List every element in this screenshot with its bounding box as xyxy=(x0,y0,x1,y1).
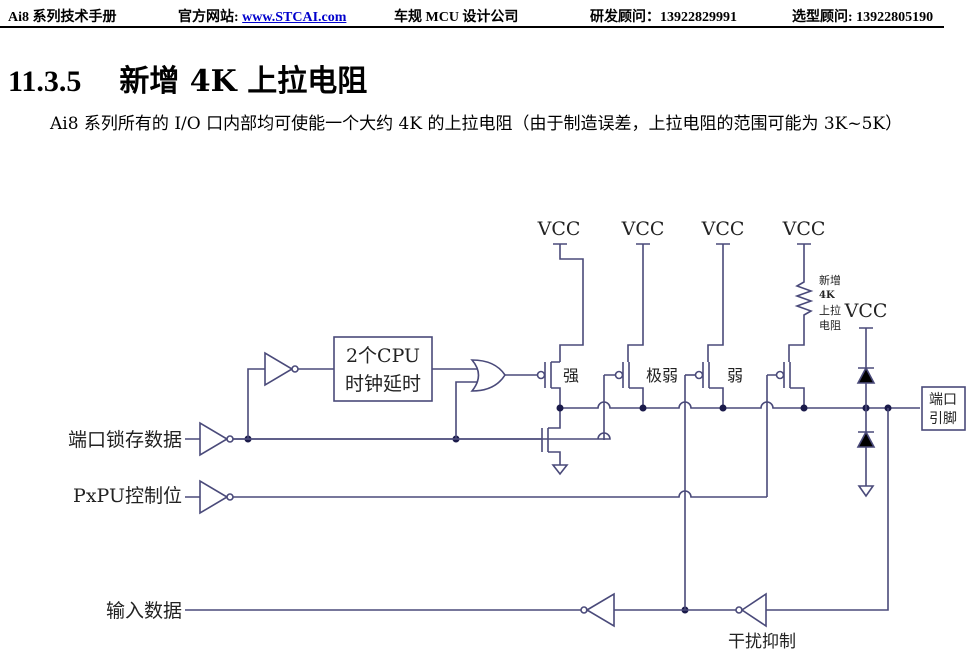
resistor-label-4: 电阻 xyxy=(819,319,841,332)
or-gate xyxy=(432,359,506,439)
rd-advisor: 研发顾问：13922829991 xyxy=(590,10,737,25)
latch-data-label: 端口锁存数据 xyxy=(68,429,182,451)
esd-diodes xyxy=(856,327,876,498)
website-block: 官方网站: www.STCAI.com xyxy=(178,6,346,26)
resistor-label-3: 上拉 xyxy=(819,303,841,317)
resistor-label-2: 4K xyxy=(819,290,835,301)
selection-advisor: 选型顾问: 13922805190 xyxy=(792,10,934,25)
pmos-very-weak xyxy=(603,362,644,440)
weak-label: 弱 xyxy=(727,366,743,385)
vcc-label-diode: VCC xyxy=(844,300,888,322)
pullup-resistor xyxy=(788,268,814,362)
delay-box xyxy=(333,336,433,402)
vcc-label-strong: VCC xyxy=(537,218,581,240)
noise-suppression-label: 干扰抑制 xyxy=(728,632,796,652)
page-header: Ai8 系列技术手册 官方网站: www.STCAI.com 车规 MCU 设计… xyxy=(0,0,944,28)
vcc-label-very-weak: VCC xyxy=(621,218,665,240)
pmos-weak xyxy=(685,362,724,408)
vcc-label-weak: VCC xyxy=(701,218,745,240)
pmos-strong xyxy=(505,361,561,408)
website-link[interactable]: www.STCAI.com xyxy=(242,10,347,25)
website-label: 官方网站: xyxy=(178,10,239,25)
delay-box-line-1: 2个CPU xyxy=(346,345,420,367)
section-title: 新增 4K 上拉电阻 xyxy=(119,64,368,99)
latch-inverter xyxy=(185,351,611,457)
manual-title: Ai8 系列技术手册 xyxy=(8,10,117,25)
pxpu-inverter xyxy=(185,479,767,515)
body-paragraph: Ai8 系列所有的 I/O 口内部均可使能一个大约 4K 的上拉电阻（由于制造误… xyxy=(50,114,903,134)
section-heading: 11.3.5 新增 4K 上拉电阻 xyxy=(8,56,367,100)
section-number: 11.3.5 xyxy=(8,65,82,98)
nmos-pulldown xyxy=(541,408,569,476)
company-label: 车规 MCU 设计公司 xyxy=(394,10,519,25)
vcc-rails xyxy=(553,243,814,362)
port-pin-box xyxy=(921,386,966,431)
junction-dots xyxy=(244,404,892,614)
input-data-label: 输入数据 xyxy=(106,600,182,622)
vcc-label-pullup: VCC xyxy=(782,218,826,240)
delay-box-line-2: 时钟延时 xyxy=(345,373,421,395)
port-pin-label-1: 端口 xyxy=(929,392,957,408)
pxpu-control-label: PxPU控制位 xyxy=(73,485,182,507)
strong-label: 强 xyxy=(563,366,579,385)
input-buffers xyxy=(185,375,889,628)
resistor-label-1: 新增 xyxy=(819,273,841,287)
very-weak-label: 极弱 xyxy=(646,366,678,385)
pmos-pullup xyxy=(766,362,805,497)
port-pin-label-2: 引脚 xyxy=(929,411,957,427)
